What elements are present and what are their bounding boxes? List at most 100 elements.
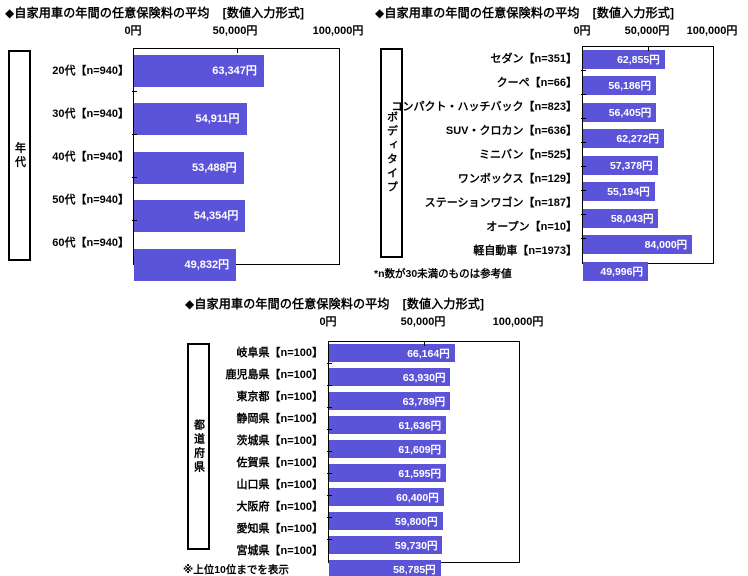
bar: 54,911円 xyxy=(134,103,247,135)
category-label: クーペ【n=66】 xyxy=(496,77,577,89)
bar-row: 54,911円 xyxy=(134,103,339,146)
bar-row: 66,164円 xyxy=(329,344,519,366)
category-label: ステーションワゴン【n=187】 xyxy=(424,197,577,209)
chart-title-text: ◆自家用車の年間の任意保険料の平均 xyxy=(375,6,580,20)
bar: 63,347円 xyxy=(134,54,264,87)
category-axis-tick xyxy=(581,94,586,95)
bar: 49,996円 xyxy=(583,261,648,281)
category-label: コンパクト・ハッチバック【n=823】 xyxy=(391,101,578,113)
bar-value-label: 59,730円 xyxy=(394,540,438,552)
category-labels: 岐阜県【n=100】鹿児島県【n=100】東京都【n=100】静岡県【n=100… xyxy=(210,341,324,561)
bar: 61,609円 xyxy=(329,440,447,458)
bar-value-label: 61,609円 xyxy=(398,444,442,456)
bar-value-label: 63,930円 xyxy=(402,372,446,384)
bar: 62,272円 xyxy=(583,129,664,148)
bar-value-label: 55,194円 xyxy=(607,186,650,198)
bar: 58,043円 xyxy=(583,208,659,228)
bar-value-label: 56,405円 xyxy=(608,106,652,119)
category-axis-tick xyxy=(132,91,137,92)
x-axis-tick-label: 0円 xyxy=(319,316,337,328)
category-axis-tick xyxy=(327,429,332,430)
x-axis-tick-label: 50,000円 xyxy=(624,25,670,37)
bar-row: 63,930円 xyxy=(329,368,519,390)
category-axis-tick xyxy=(327,451,332,452)
category-axis-tick xyxy=(132,220,137,221)
value-axis-tick xyxy=(236,49,238,53)
bar: 54,354円 xyxy=(134,200,246,232)
category-group-box: 都道府県 xyxy=(187,343,210,550)
chart-title-text: ◆自家用車の年間の任意保険料の平均 xyxy=(185,297,390,311)
x-axis-tick-label: 0円 xyxy=(124,25,142,37)
category-label: 静岡県【n=100】 xyxy=(236,413,324,425)
bar: 63,789円 xyxy=(329,392,451,410)
category-group-label: 都道府県 xyxy=(192,418,205,475)
format-note: [数値入力形式] xyxy=(592,6,675,20)
chart-title: ◆自家用車の年間の任意保険料の平均[数値入力形式] xyxy=(5,4,304,21)
category-label: 60代【n=940】 xyxy=(52,236,129,249)
bar-value-label: 49,996円 xyxy=(600,265,643,278)
bar-value-label: 62,272円 xyxy=(616,133,659,145)
bar-value-label: 60,400円 xyxy=(396,492,439,504)
bar: 66,164円 xyxy=(329,344,455,362)
bar: 59,730円 xyxy=(329,536,443,554)
category-label: 佐賀県【n=100】 xyxy=(236,457,324,469)
category-axis-tick xyxy=(327,473,332,474)
x-axis-tick-label: 100,000円 xyxy=(492,316,544,328)
category-label: 東京都【n=100】 xyxy=(236,391,324,403)
bar-value-label: 66,164円 xyxy=(407,348,450,360)
bar-row: 63,789円 xyxy=(329,392,519,414)
format-note: [数値入力形式] xyxy=(402,297,485,311)
bar-row: 59,730円 xyxy=(329,536,519,558)
chart-title: ◆自家用車の年間の任意保険料の平均 [数値入力形式] xyxy=(185,295,484,312)
bar: 56,186円 xyxy=(583,76,657,95)
bar: 61,636円 xyxy=(329,416,447,434)
bar-row: 62,855円 xyxy=(583,49,713,74)
chart-title: ◆自家用車の年間の任意保険料の平均 [数値入力形式] xyxy=(375,4,674,21)
bar-row: 84,000円 xyxy=(583,235,713,259)
bar-row: 49,832円 xyxy=(134,248,339,292)
bar: 57,378円 xyxy=(583,155,658,175)
category-axis-tick xyxy=(581,190,586,191)
bar-row: 49,996円 xyxy=(583,261,713,286)
bar: 59,800円 xyxy=(329,512,443,530)
bar-row: 58,043円 xyxy=(583,208,713,233)
category-axis-tick xyxy=(327,363,332,364)
bar-value-label: 63,347円 xyxy=(212,64,257,77)
category-label: ミニバン【n=525】 xyxy=(478,149,577,161)
category-group-label: ボディタイプ xyxy=(385,111,398,195)
category-labels: セダン【n=351】クーペ【n=66】コンパクト・ハッチバック【n=823】SU… xyxy=(385,46,578,262)
bar: 62,855円 xyxy=(583,49,665,69)
bar-row: 61,609円 xyxy=(329,440,519,462)
x-axis-tick-label: 100,000円 xyxy=(312,25,364,37)
bar-value-label: 62,855円 xyxy=(617,53,660,66)
category-axis-tick xyxy=(327,539,332,540)
category-label: 宮城県【n=100】 xyxy=(236,545,324,557)
footnote: *n数が30未満のものは参考値 xyxy=(374,268,512,280)
bar-row: 60,400円 xyxy=(329,488,519,510)
category-label: 岐阜県【n=100】 xyxy=(236,347,324,359)
category-axis-tick xyxy=(327,407,332,408)
category-label: 大阪府【n=100】 xyxy=(236,501,324,513)
bar: 84,000円 xyxy=(583,235,693,254)
category-axis-tick xyxy=(581,166,586,167)
category-axis-tick xyxy=(132,177,137,178)
bar: 61,595円 xyxy=(329,464,447,482)
bar-row: 57,378円 xyxy=(583,155,713,180)
category-axis-tick xyxy=(581,142,586,143)
category-axis-tick xyxy=(132,134,137,135)
category-group-box: 年代 xyxy=(8,50,31,261)
bar-row: 56,405円 xyxy=(583,102,713,127)
bar-value-label: 54,911円 xyxy=(195,113,240,125)
bar-value-label: 59,800円 xyxy=(394,516,438,528)
category-axis-tick xyxy=(581,70,586,71)
format-note: [数値入力形式] xyxy=(222,6,305,20)
bar: 60,400円 xyxy=(329,488,444,506)
category-label: 愛知県【n=100】 xyxy=(236,523,324,535)
bar: 56,405円 xyxy=(583,102,657,122)
bar-value-label: 54,354円 xyxy=(193,210,239,222)
category-label: 山口県【n=100】 xyxy=(236,479,324,491)
bar-value-label: 49,832円 xyxy=(184,258,230,271)
x-axis-tick-label: 50,000円 xyxy=(212,25,258,37)
